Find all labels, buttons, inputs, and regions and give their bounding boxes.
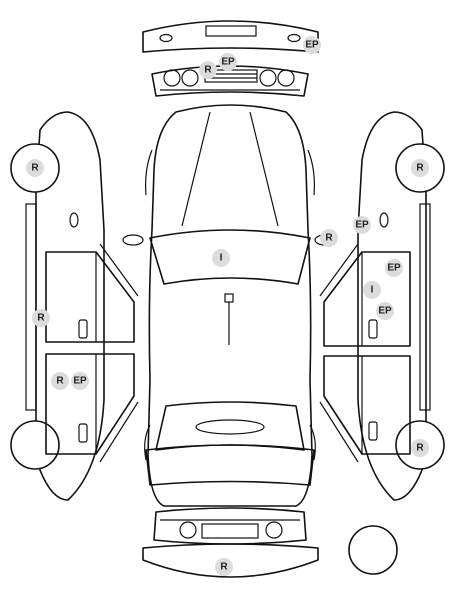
marker-left-rear-door-ep[interactable]: EP xyxy=(71,372,89,390)
front-bumper xyxy=(142,20,319,53)
marker-rear-bumper-r[interactable]: R xyxy=(215,558,233,576)
marker-label: EP xyxy=(73,376,87,387)
marker-left-sill-r[interactable]: R xyxy=(32,309,50,327)
marker-label: R xyxy=(37,313,45,324)
marker-label: EP xyxy=(378,306,392,317)
marker-left-front-wheel-r[interactable]: R xyxy=(26,159,44,177)
marker-right-front-door-ep-lower[interactable]: EP xyxy=(376,302,394,320)
marker-label: EP xyxy=(355,220,369,231)
marker-front-grille-ep[interactable]: EP xyxy=(219,53,237,71)
marker-label: R xyxy=(204,65,212,76)
marker-windshield-i[interactable]: I xyxy=(212,249,230,267)
marker-right-fender-ep[interactable]: EP xyxy=(353,216,371,234)
marker-right-front-door-ep-upper[interactable]: EP xyxy=(385,259,403,277)
marker-front-grille-r[interactable]: R xyxy=(199,61,217,79)
marker-label: I xyxy=(371,285,374,296)
marker-label: R xyxy=(31,163,39,174)
marker-label: R xyxy=(416,443,424,454)
spare-wheel xyxy=(348,525,398,575)
marker-right-front-door-i[interactable]: I xyxy=(363,281,381,299)
marker-right-rear-wheel-r[interactable]: R xyxy=(411,439,429,457)
marker-label: I xyxy=(220,253,223,264)
marker-right-mirror-r[interactable]: R xyxy=(320,229,338,247)
marker-label: EP xyxy=(221,57,235,68)
marker-label: R xyxy=(416,163,424,174)
marker-label: R xyxy=(220,562,228,573)
marker-label: EP xyxy=(305,40,319,51)
marker-label: EP xyxy=(387,263,401,274)
rear-bumper xyxy=(142,543,319,578)
marker-label: R xyxy=(56,376,64,387)
marker-left-rear-door-r[interactable]: R xyxy=(51,372,69,390)
marker-front-bumper-ep[interactable]: EP xyxy=(303,36,321,54)
rear-face xyxy=(153,507,307,545)
marker-label: R xyxy=(325,233,333,244)
car-body-top-view xyxy=(122,104,336,507)
marker-right-front-wheel-r[interactable]: R xyxy=(411,159,429,177)
